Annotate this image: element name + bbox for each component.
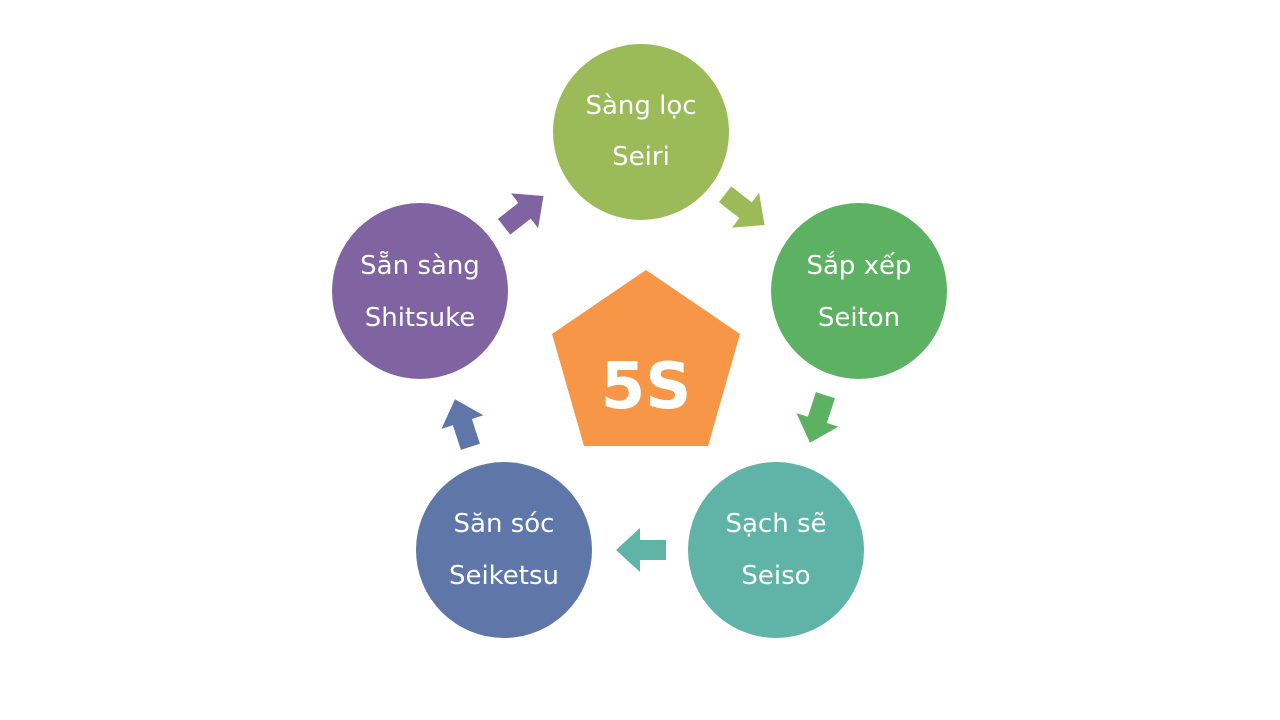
node-seiketsu: Săn sóc Seiketsu: [416, 462, 592, 638]
arrow-seiketsu-to-shitsuke: [441, 399, 484, 450]
node-seiso: Sạch sẽ Seiso: [688, 462, 864, 638]
arrow-icon: [497, 193, 544, 235]
node-circle: [771, 203, 947, 379]
node-label-japanese: Seiri: [612, 142, 670, 172]
node-label-vietnamese: Sẵn sàng: [360, 250, 480, 281]
node-label-vietnamese: Săn sóc: [454, 509, 555, 539]
arrow-icon: [796, 392, 839, 443]
center-label: 5S: [601, 350, 692, 424]
node-seiri: Sàng lọc Seiri: [553, 44, 729, 220]
node-label-japanese: Seiketsu: [449, 561, 559, 591]
arrow-icon: [441, 399, 484, 450]
arrow-seiso-to-seiketsu: [616, 528, 666, 572]
node-circle: [688, 462, 864, 638]
node-label-japanese: Seiton: [818, 303, 900, 333]
arrow-icon: [616, 528, 666, 572]
node-circle: [332, 203, 508, 379]
arrow-icon: [718, 186, 765, 228]
node-circle: [416, 462, 592, 638]
center-pentagon: 5S: [552, 270, 740, 446]
arrow-seiton-to-seiso: [796, 392, 839, 443]
node-label-vietnamese: Sàng lọc: [585, 91, 696, 121]
node-shitsuke: Sẵn sàng Shitsuke: [332, 203, 508, 379]
node-circle: [553, 44, 729, 220]
node-label-japanese: Seiso: [741, 561, 810, 591]
node-label-vietnamese: Sắp xếp: [806, 250, 911, 281]
node-label-vietnamese: Sạch sẽ: [725, 509, 826, 539]
arrow-shitsuke-to-seiri: [497, 193, 544, 235]
arrow-seiri-to-seiton: [718, 186, 765, 228]
node-label-japanese: Shitsuke: [365, 303, 476, 333]
pentagon-shape: [552, 270, 740, 446]
node-seiton: Sắp xếp Seiton: [771, 203, 947, 379]
